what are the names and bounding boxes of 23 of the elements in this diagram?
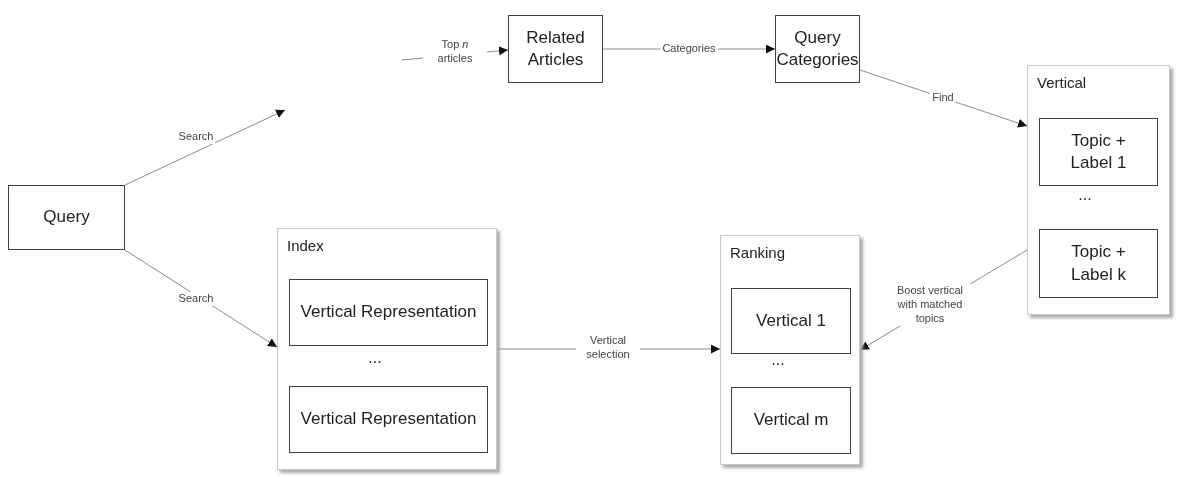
process-box: Topic + Label 1 <box>1039 118 1158 186</box>
process-box: Query <box>8 185 125 250</box>
edge-label: Search <box>176 130 216 144</box>
panel-heading: Vertical <box>1037 74 1087 91</box>
group-panel <box>720 235 860 465</box>
process-box: Vertical Representation <box>289 386 488 453</box>
ellipsis-text: ... <box>1078 186 1092 204</box>
process-box: Vertical Representation <box>289 279 488 346</box>
edge-label: Search <box>176 292 216 306</box>
process-box: Vertical m <box>731 387 851 454</box>
panel-heading: Ranking <box>730 244 786 261</box>
edge-label: Categories <box>660 42 718 56</box>
edge-label: Find <box>930 91 956 105</box>
ellipsis-text: ... <box>771 351 785 369</box>
group-panel <box>1027 65 1170 315</box>
process-box: Topic + Label k <box>1039 229 1158 298</box>
panel-heading: Index <box>287 237 324 254</box>
ellipsis-text: ... <box>368 349 382 367</box>
process-box: Related Articles <box>508 15 603 83</box>
group-panel <box>277 228 497 470</box>
process-box: Query Categories <box>775 15 860 83</box>
process-box: Vertical 1 <box>731 288 851 354</box>
arrow <box>124 109 286 186</box>
